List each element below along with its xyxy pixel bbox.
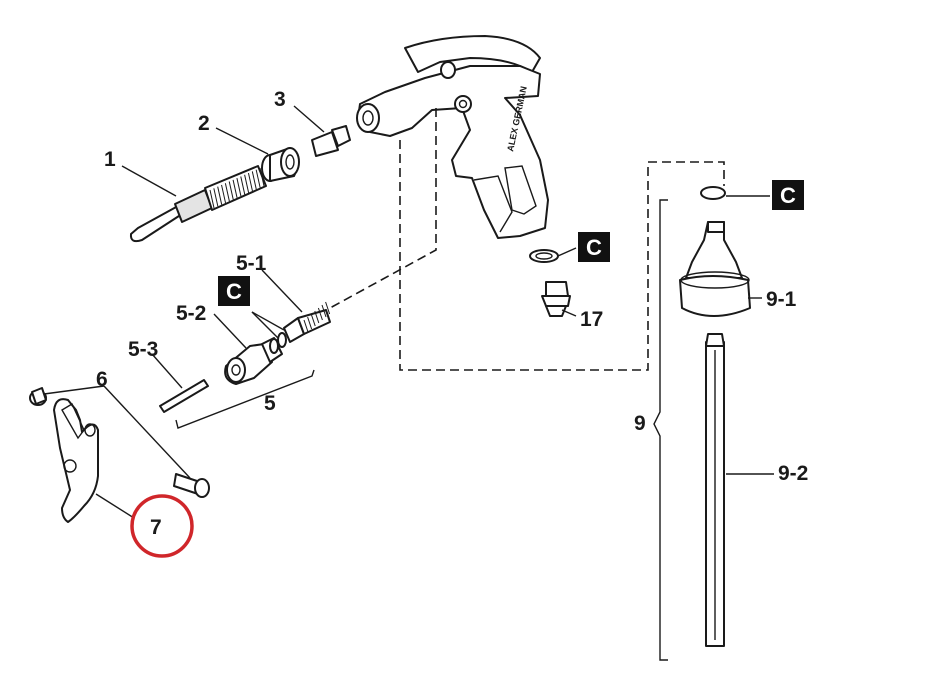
o-rings-5 <box>269 332 287 354</box>
label-17: 17 <box>580 308 603 331</box>
part-labels: 1 2 3 5-1 5-2 5-3 5 6 7 9 9-1 9-2 17 <box>96 88 808 539</box>
callout-c-valve: C <box>218 276 250 306</box>
callout-c-gun: C <box>578 232 610 262</box>
part-1-nozzle <box>129 165 267 243</box>
part-9-1-cone <box>679 186 751 317</box>
spring-coil <box>307 316 313 330</box>
callout-c-valve-text: C <box>226 279 242 304</box>
spring-coil <box>310 313 316 327</box>
callout-c-gun-text: C <box>586 235 602 260</box>
spring-coil <box>321 304 327 318</box>
label-5: 5 <box>264 392 276 415</box>
knurl-line <box>247 172 253 192</box>
part-6-screw <box>29 387 210 498</box>
knurl-line <box>213 188 219 207</box>
knurl-line <box>217 186 223 205</box>
part-2-nut <box>261 147 300 182</box>
knurl-line <box>221 184 227 204</box>
knurl-line <box>240 176 246 195</box>
spring-coil <box>303 319 309 333</box>
spring-coil <box>317 307 323 321</box>
knurl-line <box>255 169 261 188</box>
knurl-line <box>228 181 234 200</box>
label-5-1: 5-1 <box>236 252 267 275</box>
label-9-2: 9-2 <box>778 462 808 485</box>
spring-coil <box>314 310 320 324</box>
leader-lines <box>43 105 774 661</box>
knurl-line <box>224 183 230 202</box>
knurl-line <box>209 189 215 209</box>
label-6: 6 <box>96 368 108 391</box>
label-1: 1 <box>104 148 116 171</box>
spray-gun-body: ALEX GERMAN <box>356 35 549 239</box>
label-7: 7 <box>150 516 162 539</box>
label-2: 2 <box>198 112 210 135</box>
o-ring-gun <box>529 249 559 263</box>
label-3: 3 <box>274 88 286 111</box>
part-7-trigger <box>53 398 99 523</box>
knurl-line <box>232 179 238 198</box>
label-5-3: 5-3 <box>128 338 158 361</box>
label-9-1: 9-1 <box>766 288 797 311</box>
knurl-line <box>251 171 257 190</box>
part-9-2-tube <box>705 333 725 647</box>
knurl-line <box>259 167 265 187</box>
callout-c-tube-text: C <box>780 183 796 208</box>
label-5-2: 5-2 <box>176 302 206 325</box>
knurl-line <box>236 178 242 197</box>
knurl-line <box>244 174 250 193</box>
spring-coil <box>325 301 331 315</box>
part-3-adapter <box>311 125 351 157</box>
part-5-1-valve-spring <box>283 301 331 343</box>
assembly-dashed-lines <box>329 108 725 371</box>
part-17-fitting <box>541 281 571 317</box>
label-9: 9 <box>634 412 646 435</box>
part-5-3-pin <box>159 379 209 413</box>
callout-c-tube: C <box>772 180 804 210</box>
highlight-circle <box>130 494 194 558</box>
